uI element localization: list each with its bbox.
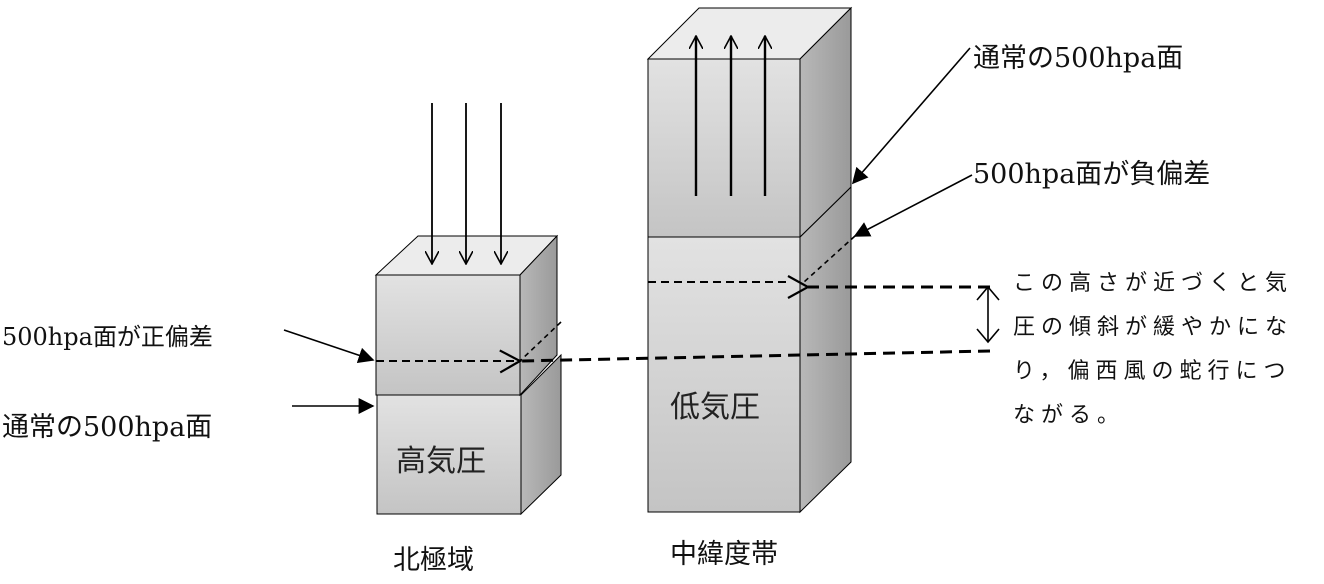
label-high-pressure: 高気圧 (396, 444, 486, 479)
descending-air-arrows (432, 103, 501, 264)
label-usual-500-mid: 通常の500hpa面 (973, 43, 1184, 74)
label-low-pressure: 低気圧 (670, 390, 760, 425)
mid-lower-block (647, 185, 852, 514)
polar-upper-block (374, 234, 559, 397)
label-usual-500-polar: 通常の500hpa面 (2, 412, 213, 443)
label-negative-anomaly: 500hpa面が負偏差 (973, 159, 1211, 190)
ascending-air-arrows (696, 36, 765, 196)
mid-upper-block (646, 6, 853, 239)
explanation-note: この高さが近づくと気 圧の傾斜が緩やかにな り，偏西風の蛇行につ ながる。 (1013, 262, 1318, 438)
note-line: 圧の傾斜が緩やかにな (1013, 315, 1294, 340)
note-line: ながる。 (1013, 403, 1126, 428)
leader-arrows (283, 47, 973, 414)
label-positive-anomaly: 500hpa面が正偏差 (2, 323, 213, 351)
height-comparison-arrows (520, 287, 991, 361)
polar-lower-block (376, 353, 562, 516)
double-headed-arrow (976, 285, 1000, 344)
label-polar-region: 北極域 (393, 545, 474, 576)
note-line: この高さが近づくと気 (1013, 271, 1294, 296)
label-mid-latitude: 中緯度帯 (670, 539, 778, 570)
note-line: り，偏西風の蛇行につ (1013, 359, 1292, 384)
